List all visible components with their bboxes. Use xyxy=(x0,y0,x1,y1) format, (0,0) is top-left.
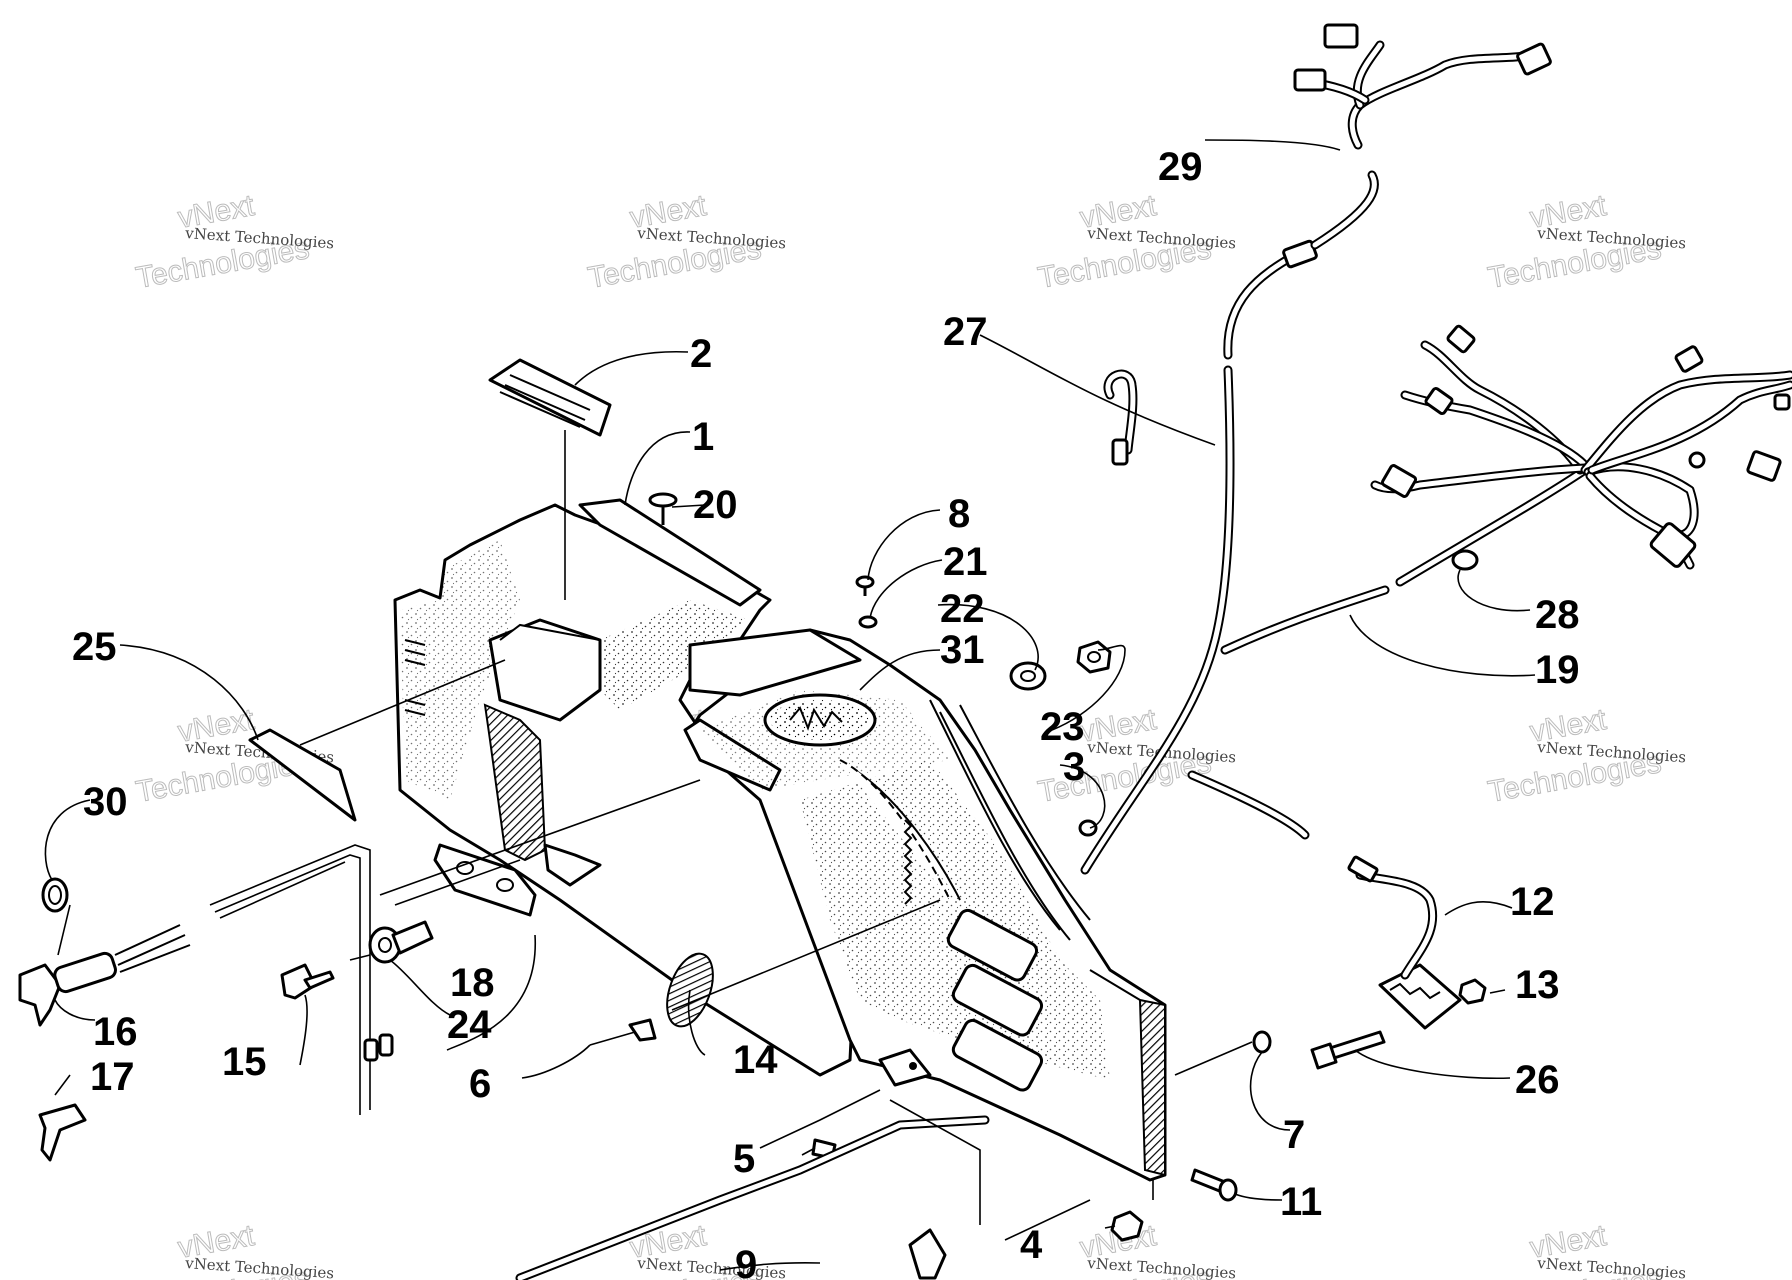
clamp-27 xyxy=(1103,369,1138,466)
callout-labels: 2 1 20 8 21 22 31 23 3 25 30 16 17 15 18… xyxy=(72,145,1580,1280)
washer-21 xyxy=(858,615,878,629)
bolt-11 xyxy=(1190,1168,1238,1202)
callout-17: 17 xyxy=(90,1055,135,1099)
callout-12: 12 xyxy=(1510,880,1555,924)
console-body xyxy=(393,498,1167,1182)
callout-22: 22 xyxy=(940,587,985,631)
callout-3: 3 xyxy=(1063,745,1085,789)
callout-23: 23 xyxy=(1040,705,1085,749)
callout-1: 1 xyxy=(692,415,714,459)
callout-6: 6 xyxy=(469,1062,491,1106)
plate-24 xyxy=(433,843,537,917)
callout-20: 20 xyxy=(693,483,738,527)
callout-30: 30 xyxy=(83,780,128,824)
rivet-6 xyxy=(589,1018,657,1046)
callout-19: 19 xyxy=(1535,648,1580,692)
callout-15: 15 xyxy=(222,1040,267,1084)
grommet-22 xyxy=(1009,661,1047,691)
callout-25: 25 xyxy=(72,625,117,669)
callout-29: 29 xyxy=(1158,145,1203,189)
callout-27: 27 xyxy=(943,310,988,354)
callout-26: 26 xyxy=(1515,1058,1560,1102)
callout-5: 5 xyxy=(733,1137,755,1181)
callout-28: 28 xyxy=(1535,593,1580,637)
callout-14: 14 xyxy=(733,1038,778,1082)
washer-3 xyxy=(1078,819,1098,837)
callout-16: 16 xyxy=(93,1010,138,1054)
watermark-text: vNext Technologies xyxy=(1086,1254,1237,1280)
clip-28 xyxy=(1451,549,1479,571)
watermark-text: vNext Technologies xyxy=(1536,1254,1687,1280)
callout-11: 11 xyxy=(1280,1180,1322,1224)
decal-part-2 xyxy=(488,358,612,437)
reflector-25 xyxy=(248,728,357,822)
push-fastener-20 xyxy=(648,492,678,525)
bolt-26 xyxy=(1310,1030,1386,1070)
callout-31: 31 xyxy=(940,628,985,672)
callout-8: 8 xyxy=(948,492,970,536)
switch-16 xyxy=(18,924,191,1027)
callout-2: 2 xyxy=(690,332,712,376)
callout-9: 9 xyxy=(735,1243,757,1280)
cable-9 xyxy=(515,1115,990,1280)
callout-21: 21 xyxy=(943,540,988,584)
washer-7 xyxy=(1252,1030,1272,1054)
nut-13 xyxy=(1458,978,1487,1005)
watermark-text: vNext Technologies xyxy=(184,1254,335,1280)
cap-30 xyxy=(41,877,69,913)
callout-13: 13 xyxy=(1515,963,1560,1007)
nut-23 xyxy=(1076,640,1112,674)
callout-7: 7 xyxy=(1283,1113,1305,1157)
key-switch-18 xyxy=(368,920,434,964)
watermark-text: vNext Technologies xyxy=(636,1254,787,1280)
callout-24: 24 xyxy=(447,1003,492,1047)
cap-17 xyxy=(38,1103,87,1162)
nut-4 xyxy=(1110,1210,1144,1242)
wiring-harness-19 xyxy=(1080,23,1792,875)
key-15 xyxy=(280,963,335,1000)
regulator-12 xyxy=(1347,855,1462,1030)
callout-18: 18 xyxy=(450,961,495,1005)
callout-4: 4 xyxy=(1020,1223,1043,1267)
leader-lines xyxy=(44,139,1536,1271)
cable-bundle xyxy=(209,844,394,1115)
screw-8 xyxy=(855,575,875,596)
